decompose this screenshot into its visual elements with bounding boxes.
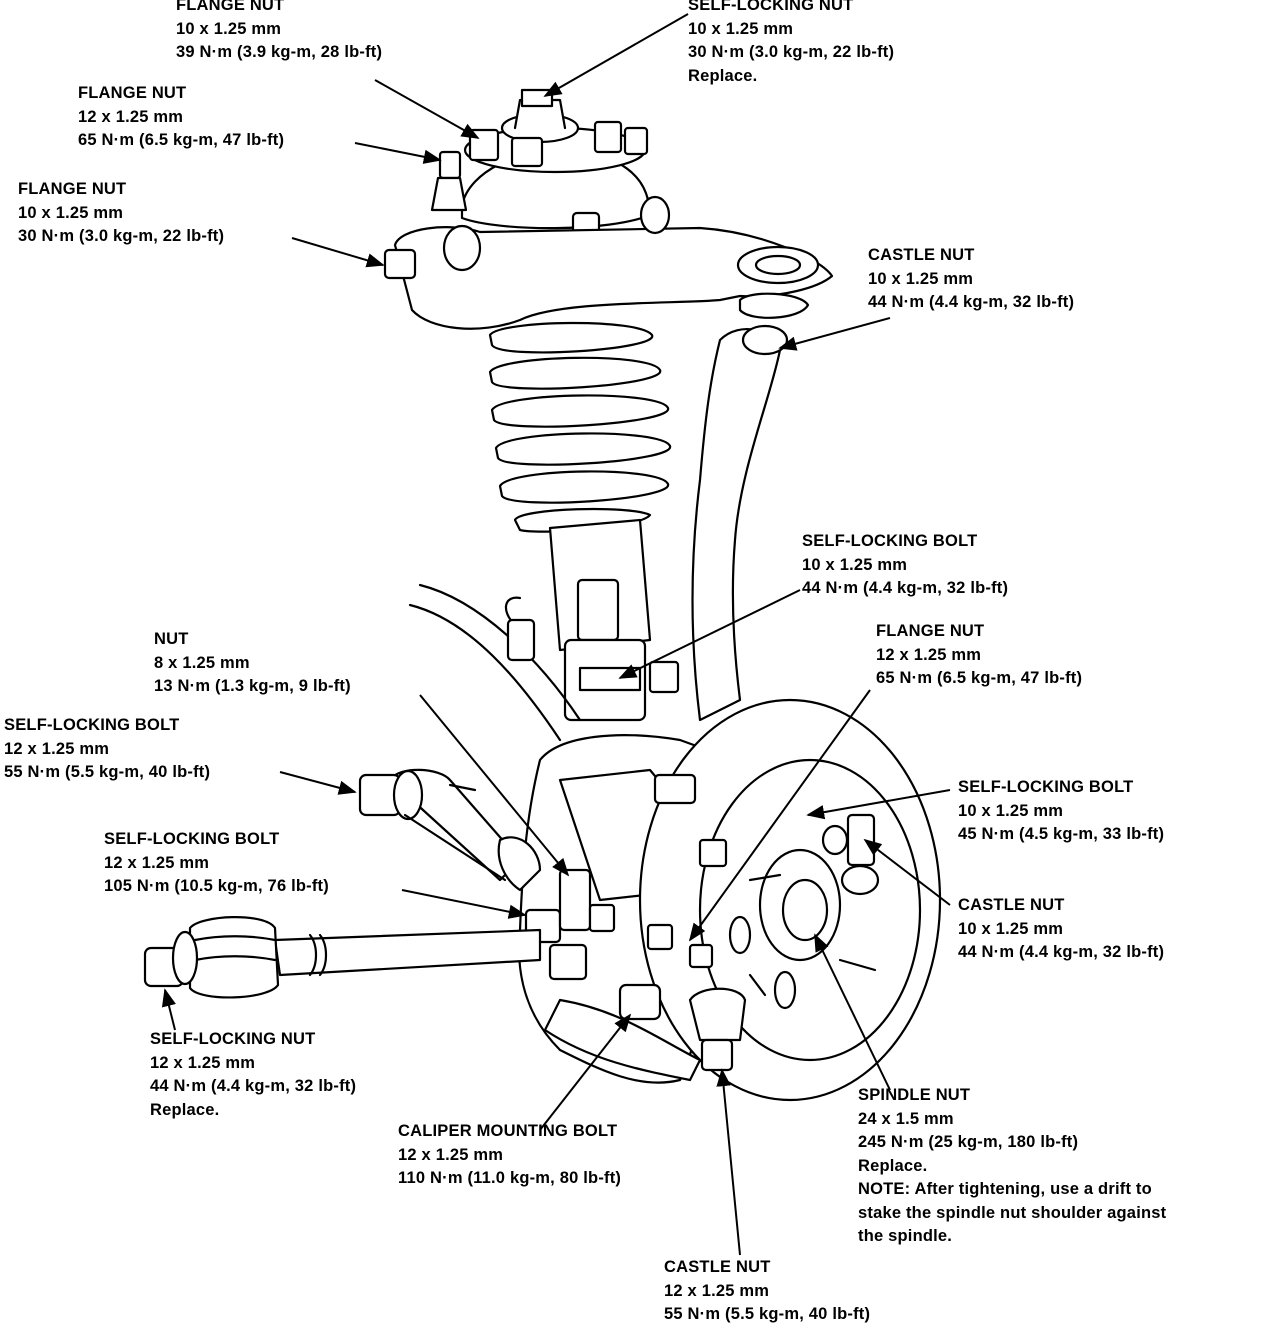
callout-line: 10 x 1.25 mm bbox=[688, 19, 794, 38]
lower-control-arm bbox=[497, 836, 702, 1082]
callout-line: NOTE: After tightening, use a drift to bbox=[858, 1180, 1152, 1198]
callout-line: 10 x 1.25 mm bbox=[802, 555, 908, 574]
callout-line: 12 x 1.25 mm bbox=[876, 645, 982, 664]
callout-line: 8 x 1.25 mm bbox=[154, 653, 250, 672]
callout-line: the spindle. bbox=[858, 1227, 953, 1245]
callout-title: CASTLE NUT bbox=[664, 1258, 771, 1276]
brake-hose bbox=[408, 583, 582, 742]
upper-control-arm bbox=[383, 195, 834, 330]
callout-line: 45 N·m (4.5 kg-m, 33 lb-ft) bbox=[958, 825, 1165, 843]
callout-line: 13 N·m (1.3 kg-m, 9 lb-ft) bbox=[154, 677, 351, 695]
steering-knuckle-arm bbox=[691, 292, 810, 722]
callout-castle-nut-bottom: CASTLE NUT 12 x 1.25 mm 55 N·m (5.5 kg-m… bbox=[664, 1256, 870, 1327]
callout-title: FLANGE NUT bbox=[876, 622, 985, 640]
callout-flange-nut-mid-right: FLANGE NUT 12 x 1.25 mm 65 N·m (6.5 kg-m… bbox=[876, 620, 1082, 691]
callout-self-locking-nut-bottom-left: SELF-LOCKING NUT 12 x 1.25 mm 44 N·m (4.… bbox=[150, 1028, 356, 1122]
callout-title: FLANGE NUT bbox=[18, 180, 127, 198]
callout-line: 44 N·m (4.4 kg-m, 32 lb-ft) bbox=[802, 579, 1009, 597]
callout-title: SELF-LOCKING BOLT bbox=[104, 830, 280, 848]
callout-line: 30 N·m (3.0 kg-m, 22 lb-ft) bbox=[688, 43, 895, 61]
leader-self-locking-bolt-mid-right bbox=[618, 589, 801, 679]
callout-self-locking-bolt-lower-left: SELF-LOCKING BOLT 12 x 1.25 mm 105 N·m (… bbox=[104, 828, 329, 899]
callout-line: 44 N·m (4.4 kg-m, 32 lb-ft) bbox=[958, 943, 1165, 961]
leader-nut-mid bbox=[419, 694, 570, 877]
leader-castle-nut-right bbox=[863, 838, 951, 906]
callout-self-locking-bolt-left: SELF-LOCKING BOLT 12 x 1.25 mm 55 N·m (5… bbox=[4, 714, 210, 785]
leader-self-locking-nut-top bbox=[543, 13, 689, 97]
callout-title: FLANGE NUT bbox=[176, 0, 285, 14]
callout-line: 12 x 1.25 mm bbox=[664, 1281, 770, 1300]
callout-line: 10 x 1.25 mm bbox=[958, 919, 1064, 938]
callout-title: SPINDLE NUT bbox=[858, 1086, 971, 1104]
callout-line: 105 N·m (10.5 kg-m, 76 lb-ft) bbox=[104, 877, 329, 895]
callout-line: 10 x 1.25 mm bbox=[958, 801, 1064, 820]
callout-line: Replace. bbox=[688, 66, 758, 85]
callout-title: NUT bbox=[154, 630, 189, 648]
callout-nut-mid: NUT 8 x 1.25 mm 13 N·m (1.3 kg-m, 9 lb-f… bbox=[154, 628, 351, 699]
callout-title: SELF-LOCKING BOLT bbox=[958, 778, 1134, 796]
callout-line: 245 N·m (25 kg-m, 180 lb-ft) bbox=[858, 1133, 1079, 1151]
callout-line: 12 x 1.25 mm bbox=[398, 1145, 504, 1164]
callout-line: 44 N·m (4.4 kg-m, 32 lb-ft) bbox=[150, 1077, 357, 1095]
leader-flange-nut-left bbox=[291, 237, 385, 268]
callout-flange-nut-top: FLANGE NUT 10 x 1.25 mm 39 N·m (3.9 kg-m… bbox=[176, 0, 382, 65]
callout-line: Replace. bbox=[150, 1100, 220, 1119]
leader-self-locking-bolt-lower-left bbox=[401, 889, 527, 919]
callout-line: 110 N·m (11.0 kg-m, 80 lb-ft) bbox=[398, 1169, 622, 1187]
callout-line: 12 x 1.25 mm bbox=[78, 107, 184, 126]
callout-line: 65 N·m (6.5 kg-m, 47 lb-ft) bbox=[876, 669, 1083, 687]
knuckle-assembly bbox=[518, 698, 942, 1102]
leader-flange-nut-top bbox=[374, 79, 480, 139]
coil-spring bbox=[488, 321, 672, 533]
callout-self-locking-bolt-mid-right: SELF-LOCKING BOLT 10 x 1.25 mm 44 N·m (4… bbox=[802, 530, 1008, 601]
callout-castle-nut-upper-right: CASTLE NUT 10 x 1.25 mm 44 N·m (4.4 kg-m… bbox=[868, 244, 1074, 315]
callout-caliper-mounting-bolt: CALIPER MOUNTING BOLT 12 x 1.25 mm 110 N… bbox=[398, 1120, 621, 1191]
callout-title: SELF-LOCKING NUT bbox=[150, 1030, 316, 1048]
callout-line: 55 N·m (5.5 kg-m, 40 lb-ft) bbox=[664, 1305, 871, 1323]
callout-line: 44 N·m (4.4 kg-m, 32 lb-ft) bbox=[868, 293, 1075, 311]
callout-self-locking-bolt-right: SELF-LOCKING BOLT 10 x 1.25 mm 45 N·m (4… bbox=[958, 776, 1164, 847]
leader-caliper-mounting-bolt bbox=[539, 1013, 632, 1131]
leader-self-locking-bolt-right bbox=[806, 789, 951, 820]
callout-spindle-nut: SPINDLE NUT 24 x 1.5 mm 245 N·m (25 kg-m… bbox=[858, 1084, 1166, 1249]
callout-line: 12 x 1.25 mm bbox=[4, 739, 110, 758]
callout-line: Replace. bbox=[858, 1156, 928, 1175]
callout-line: 30 N·m (3.0 kg-m, 22 lb-ft) bbox=[18, 227, 225, 245]
callout-title: SELF-LOCKING BOLT bbox=[802, 532, 978, 550]
strut-mount bbox=[430, 88, 652, 239]
callout-line: 12 x 1.25 mm bbox=[104, 853, 210, 872]
callout-flange-nut-upper-left: FLANGE NUT 12 x 1.25 mm 65 N·m (6.5 kg-m… bbox=[78, 82, 284, 153]
leader-castle-nut-upper-right bbox=[778, 317, 891, 351]
callout-line: 39 N·m (3.9 kg-m, 28 lb-ft) bbox=[176, 43, 383, 61]
radius-rod bbox=[143, 916, 542, 999]
strut-body bbox=[548, 518, 680, 722]
callout-line: 65 N·m (6.5 kg-m, 47 lb-ft) bbox=[78, 131, 285, 149]
callout-castle-nut-right: CASTLE NUT 10 x 1.25 mm 44 N·m (4.4 kg-m… bbox=[958, 894, 1164, 965]
callout-line: 10 x 1.25 mm bbox=[868, 269, 974, 288]
callout-line: 10 x 1.25 mm bbox=[176, 19, 282, 38]
callout-title: CALIPER MOUNTING BOLT bbox=[398, 1122, 618, 1140]
callout-line: 10 x 1.25 mm bbox=[18, 203, 124, 222]
callout-line: 24 x 1.5 mm bbox=[858, 1109, 954, 1128]
callout-title: CASTLE NUT bbox=[958, 896, 1065, 914]
leader-self-locking-bolt-left bbox=[279, 771, 357, 795]
leader-spindle-nut bbox=[814, 933, 891, 1091]
callout-title: CASTLE NUT bbox=[868, 246, 975, 264]
callout-self-locking-nut-top: SELF-LOCKING NUT 10 x 1.25 mm 30 N·m (3.… bbox=[688, 0, 894, 88]
callout-flange-nut-left: FLANGE NUT 10 x 1.25 mm 30 N·m (3.0 kg-m… bbox=[18, 178, 224, 249]
leader-flange-nut-upper-left bbox=[354, 142, 442, 164]
callout-line: stake the spindle nut shoulder against bbox=[858, 1203, 1167, 1222]
callout-title: FLANGE NUT bbox=[78, 84, 187, 102]
leader-self-locking-nut-bottom-left bbox=[161, 988, 176, 1031]
lower-arm-link bbox=[358, 768, 522, 882]
callout-line: 55 N·m (5.5 kg-m, 40 lb-ft) bbox=[4, 763, 211, 781]
leader-flange-nut-mid-right bbox=[688, 689, 871, 942]
callout-line: 12 x 1.25 mm bbox=[150, 1053, 256, 1072]
callout-title: SELF-LOCKING BOLT bbox=[4, 716, 180, 734]
leader-castle-nut-bottom bbox=[716, 1068, 741, 1256]
callout-title: SELF-LOCKING NUT bbox=[688, 0, 854, 14]
